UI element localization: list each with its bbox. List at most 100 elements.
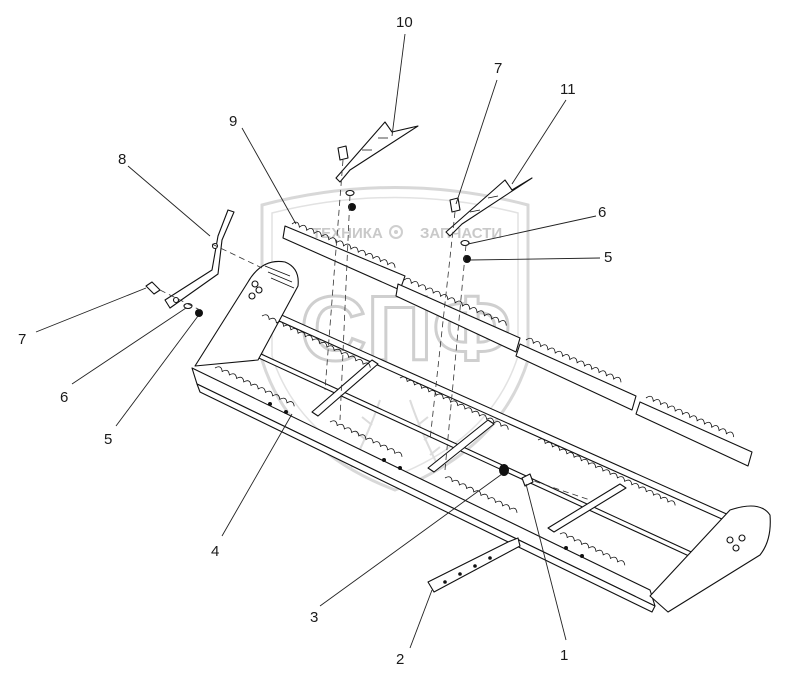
blade-11-serration [469,195,499,213]
leader-4 [221,413,293,537]
bracket-8 [164,209,235,309]
cover-strip-teeth [403,277,507,326]
callout-8: 8 [118,151,126,168]
divider-blade-10 [335,121,419,183]
cross-member [547,483,627,533]
leader-5a [469,257,601,261]
bracket-hole [172,296,180,304]
end-plate-hole [738,534,746,542]
leader-8 [127,165,211,237]
leader-9 [241,127,297,225]
blade-10-serration [362,137,388,151]
leader-6b [71,307,187,385]
blade-10 [335,121,419,183]
assembly-line [524,477,591,501]
beam-hole [564,546,568,550]
middle-teeth-row [261,314,371,368]
end-plate-hole [248,292,256,300]
callout-5: 5 [604,249,612,266]
front-teeth-row [444,476,518,513]
nut-left [195,309,203,317]
assembly-line [339,194,351,421]
cross-member [311,359,379,417]
washer-right [460,239,470,247]
leader-lines [35,33,601,649]
watermark-text-left: ТЕХНИКА [312,225,383,242]
fasteners [145,145,591,501]
watermark-shield-inner [271,196,519,477]
callout-labels: 10 7 11 9 8 6 5 7 6 5 4 3 2 1 [18,14,612,668]
left-end-plate [194,260,299,367]
assembly-line [429,211,456,441]
assembly-line [444,244,467,471]
strip-hole [488,556,492,560]
bolt-left [145,281,161,295]
cover-strips [282,221,753,467]
callout-4: 4 [211,543,219,560]
middle-teeth-row [399,376,509,430]
strip-hole [458,572,462,576]
leader-3 [319,473,503,607]
leader-5b [115,315,199,427]
blade-11 [445,177,533,237]
strip-hole [443,580,447,584]
end-plate-ribs [264,265,295,289]
leader-11 [511,99,567,185]
callout-6: 6 [598,204,606,221]
leader-6a [467,215,597,245]
front-teeth-row [214,366,295,407]
right-end-plate [649,505,771,613]
nut-upper [348,203,356,211]
callout-7-left: 7 [18,331,26,348]
callout-6-left: 6 [60,389,68,406]
nut-right [463,255,471,263]
front-teeth-row [329,420,403,457]
assembly-line [159,289,201,311]
cover-strip-segment [395,283,521,353]
cover-strip-segment [635,401,753,467]
cover-strip-teeth [645,395,735,438]
callout-7: 7 [494,60,502,77]
callout-5-left: 5 [104,431,112,448]
leader-1 [525,483,567,641]
callout-2: 2 [396,651,404,668]
end-plate-hole [726,536,734,544]
front-teeth-row [559,532,626,566]
callout-10: 10 [396,14,413,31]
beam-hole [284,410,288,414]
part-3-nut [499,464,509,476]
strip-hole [473,564,477,568]
beam-hole [580,554,584,558]
callout-1: 1 [560,647,568,664]
middle-teeth-row [537,438,676,506]
end-plate-hole [251,280,259,288]
leader-2 [409,589,433,649]
front-beam-lower [196,383,656,613]
end-plate-hole [255,286,263,294]
bolt-right [449,197,461,213]
front-beam [191,367,656,607]
callout-9: 9 [229,113,237,130]
cover-strip-segment [515,343,637,411]
beam-hole [398,466,402,470]
beam-hole [382,458,386,462]
leader-7b [35,287,147,333]
divider-blade-11 [445,177,533,237]
watermark-text-right: ЗАПЧАСТИ [420,225,502,242]
callout-3: 3 [310,609,318,626]
assembly-line [324,159,344,391]
cover-strip-teeth [291,221,396,268]
gear-icon [389,225,403,239]
beam-hole [268,402,272,406]
bolt-upper [337,145,349,161]
leader-7a [455,79,498,205]
part-1-bolt [521,473,534,487]
cross-member [427,419,495,473]
bracket-8-body [164,209,235,309]
main-frame [191,260,771,613]
leader-10 [391,33,406,137]
washer-upper [345,189,355,197]
small-parts [427,464,534,593]
